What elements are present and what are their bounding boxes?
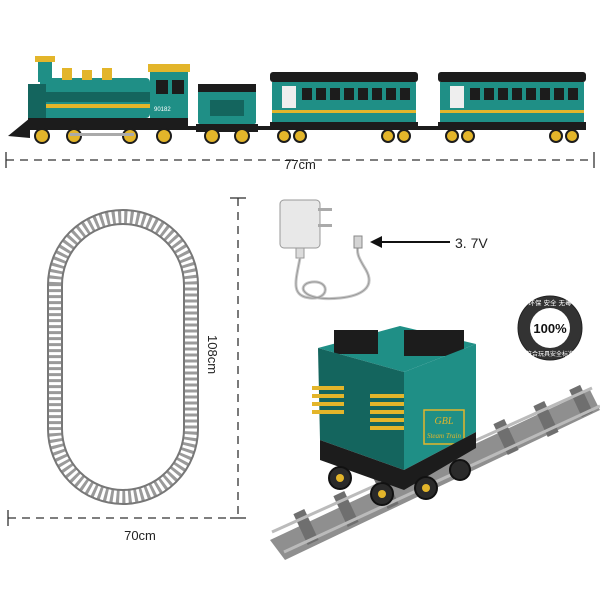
- passenger-car-2: [438, 72, 586, 143]
- locomotive: 90182: [8, 56, 190, 144]
- tender-closeup: GBL Steam Train: [312, 326, 476, 506]
- safety-badge: 100% 环保 安全 无毒 符合玩具安全标准: [517, 295, 583, 361]
- badge-center-text: 100%: [533, 321, 567, 336]
- length-dimension-line: [5, 152, 595, 168]
- train: 90182: [8, 56, 586, 144]
- width-dimension-line: [7, 510, 232, 526]
- passenger-car-1: [270, 72, 418, 143]
- oval-track: [47, 209, 199, 505]
- voltage-arrow: [370, 236, 450, 248]
- train-length-label: 77cm: [284, 157, 316, 172]
- tender: [196, 84, 258, 144]
- tender-logo: GBL: [435, 416, 454, 427]
- height-dimension-line: [230, 197, 246, 519]
- tender-text: Steam Train: [427, 432, 462, 440]
- track-height-label: 108cm: [205, 335, 220, 375]
- badge-top-text: 环保 安全 无毒: [528, 298, 572, 307]
- straight-track-closeup: [270, 384, 600, 560]
- power-adapter: [279, 199, 371, 301]
- badge-bottom-text: 符合玩具安全标准: [526, 350, 574, 358]
- voltage-label: 3. 7V: [455, 235, 488, 251]
- locomotive-number: 90182: [154, 107, 171, 113]
- track-width-label: 70cm: [124, 528, 156, 543]
